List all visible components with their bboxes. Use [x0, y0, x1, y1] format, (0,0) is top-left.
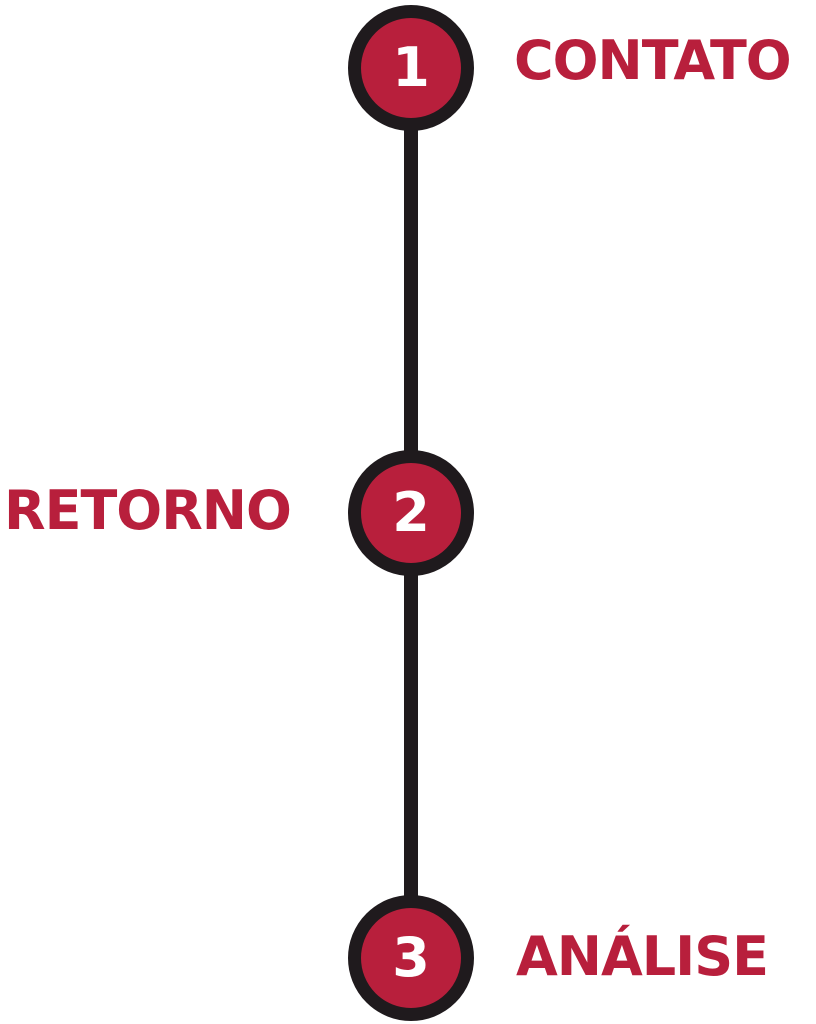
step-label-retorno: RETORNO	[4, 479, 292, 542]
step-node-2: 2	[348, 450, 474, 576]
step-number: 1	[392, 36, 430, 99]
connector-line-2-3	[404, 560, 418, 910]
step-node-3: 3	[348, 895, 474, 1021]
step-label-contato: CONTATO	[514, 29, 792, 92]
step-number: 3	[392, 926, 430, 989]
step-node-1: 1	[348, 5, 474, 131]
step-label-analise: ANÁLISE	[516, 925, 769, 988]
step-number: 2	[392, 481, 430, 544]
connector-line-1-2	[404, 110, 418, 460]
